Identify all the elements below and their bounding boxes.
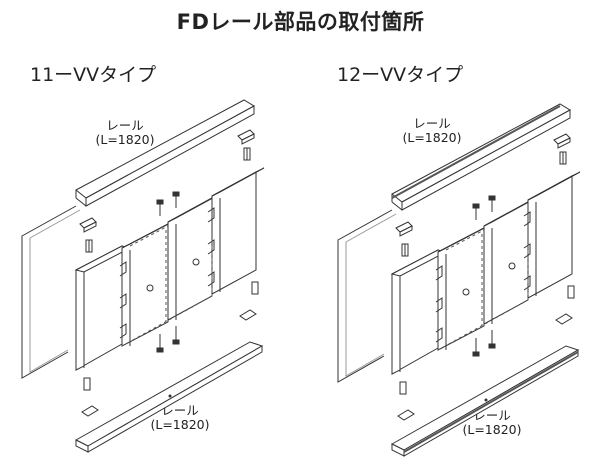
left-bottom-rail-caption: レール (L=1820) bbox=[140, 404, 220, 432]
left-top-rail-name: レール bbox=[106, 118, 144, 133]
page-title: FDレール部品の取付箇所 bbox=[176, 10, 425, 34]
right-bottom-rail-length: (L=1820) bbox=[462, 422, 522, 437]
right-bottom-rail-caption: レール (L=1820) bbox=[452, 409, 532, 437]
right-top-rail-length: (L=1820) bbox=[402, 130, 462, 145]
right-top-rail-caption: レール (L=1820) bbox=[392, 117, 472, 145]
right-type-label: 12ーVVタイプ bbox=[337, 64, 464, 86]
left-bottom-rail-length: (L=1820) bbox=[150, 417, 210, 432]
right-top-rail-name: レール bbox=[413, 116, 451, 131]
left-top-rail-caption: レール (L=1820) bbox=[85, 119, 165, 147]
left-top-rail-length: (L=1820) bbox=[95, 132, 155, 147]
right-assembly bbox=[337, 103, 581, 457]
left-type-label: 11ーVVタイプ bbox=[30, 64, 157, 86]
left-bottom-rail-name: レール bbox=[161, 403, 199, 418]
right-bottom-rail-name: レール bbox=[473, 408, 511, 423]
left-assembly bbox=[21, 99, 265, 453]
